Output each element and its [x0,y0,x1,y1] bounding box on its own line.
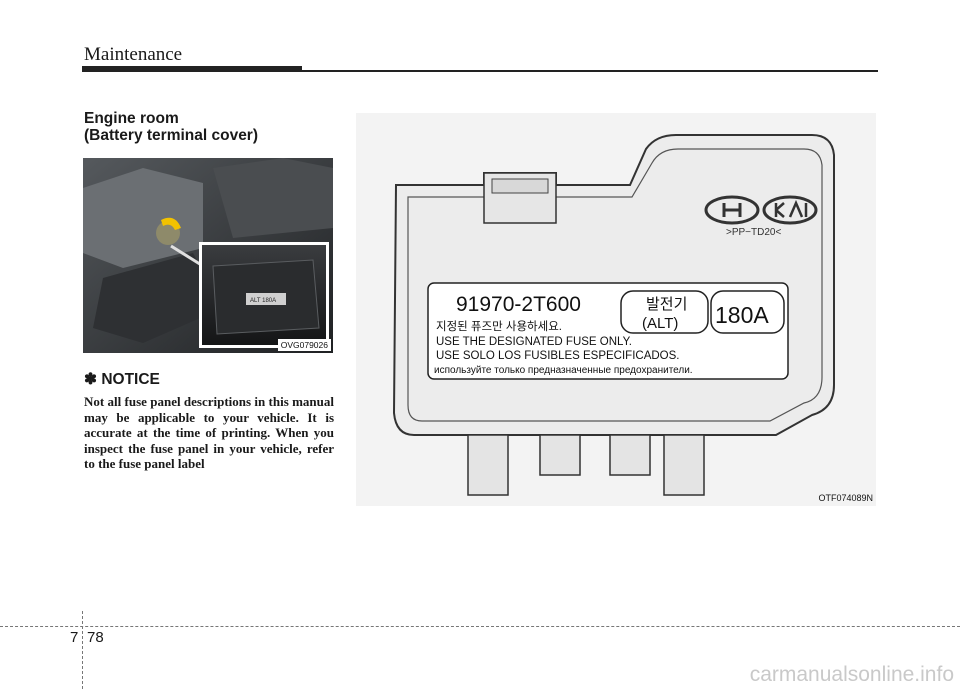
section-heading-line2: (Battery terminal cover) [84,127,259,144]
alt-box [620,290,709,334]
diagram-caption: OTF074089N [818,493,873,503]
engine-room-photo: ALT 180A OVG079026 [83,158,333,353]
warning-korean: 지정된 퓨즈만 사용하세요. [436,319,562,333]
header-rule-thin [300,70,878,72]
fuse-rating: 180A [715,302,769,328]
hyundai-logo [704,195,760,225]
photo-fuse-label: ALT 180A [250,298,276,304]
notice-title: ✽ NOTICE [84,370,160,389]
header-rule-thick [82,66,302,72]
mold-code: >PP−TD20< [726,227,781,238]
engine-room-illustration: ALT 180A [83,158,333,353]
footer-dashed-rule [0,626,960,627]
rating-box [710,290,785,334]
section-heading: Engine room (Battery terminal cover) [84,110,258,144]
warning-spanish: USE SOLO LOS FUSIBLES ESPECIFICADOS. [436,350,680,362]
warning-english: USE THE DESIGNATED FUSE ONLY. [436,336,632,348]
kia-logo [762,195,818,225]
fuse-cover-drawing: >PP−TD20< 91970-2T600 발전기 (ALT) 180A 지정된… [392,134,835,496]
alt-korean-label: 발전기 [646,296,687,313]
warning-russian: используйте только предназначенные предо… [434,365,693,376]
alt-english-label: (ALT) [642,315,678,332]
battery-terminal-cover-diagram: >PP−TD20< 91970-2T600 발전기 (ALT) 180A 지정된… [356,113,876,506]
notice-title-text: NOTICE [101,371,160,388]
part-number: 91970-2T600 [456,293,581,316]
fuse-label [427,282,789,380]
watermark: carmanualsonline.info [749,663,954,686]
notice-star-icon: ✽ [84,371,97,388]
section-heading-line1: Engine room [84,110,179,127]
notice-body: Not all fuse panel descriptions in this … [84,394,334,472]
page-number: 78 [87,629,104,646]
footer-dashed-divider [82,611,83,689]
photo-caption: OVG079026 [277,339,331,351]
page-header-title: Maintenance [84,44,183,65]
cover-bottom-tabs [467,434,705,496]
chapter-number: 7 [70,629,79,646]
